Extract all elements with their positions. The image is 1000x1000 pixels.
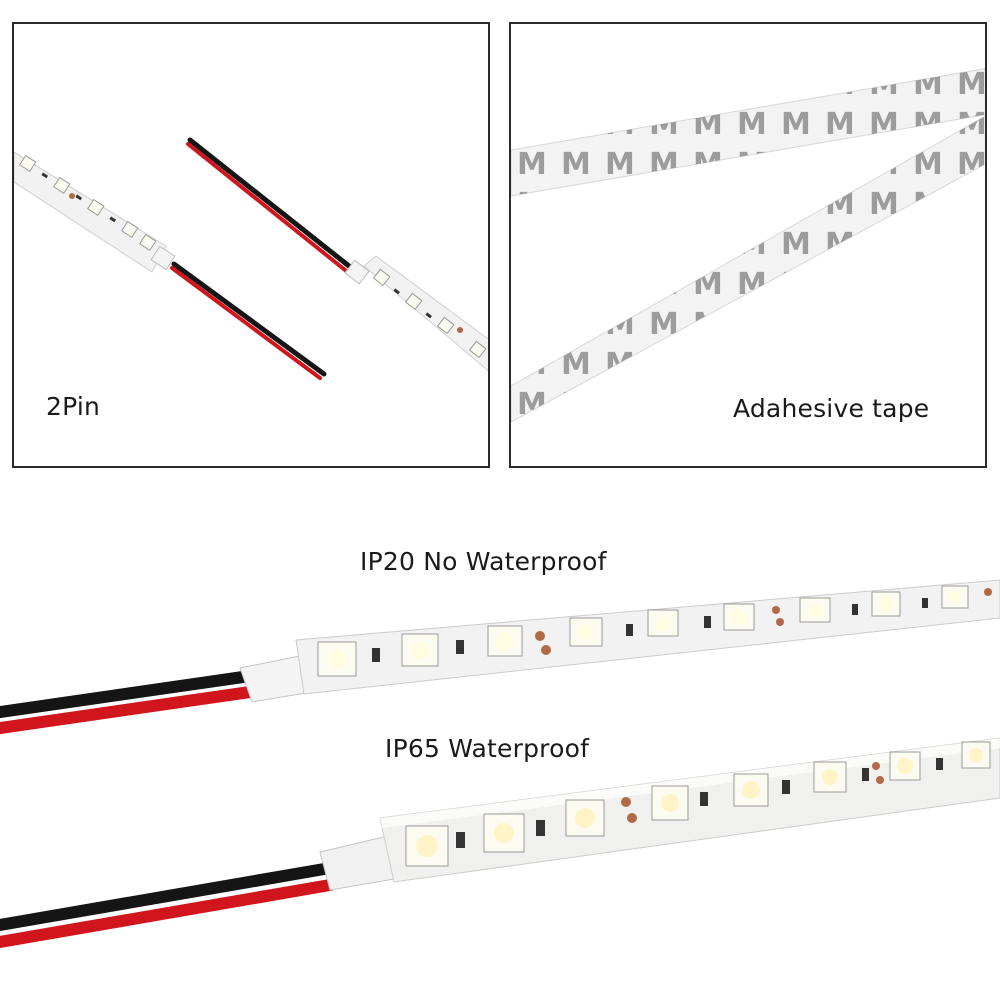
strip-comparison-illustration [0,579,1000,948]
ip65-strip [0,737,1000,948]
led-strip-right [344,255,488,372]
tape-strip-lower [511,115,985,423]
adhesive-tape-illustration: M [511,68,985,423]
led-strip-left [14,151,176,273]
tape-strip-upper [511,68,985,197]
wire-right [186,137,357,276]
2pin-illustration [14,137,488,380]
ip20-strip [0,579,1000,734]
caption-2pin: 2Pin [46,392,101,421]
wire-left [170,261,327,380]
caption-ip20: IP20 No Waterproof [360,547,607,576]
caption-ip65: IP65 Waterproof [385,734,590,763]
caption-adhesive-tape: Adahesive tape [733,394,930,423]
panel-2pin: 2Pin [12,22,490,468]
strip-comparison: IP20 No Waterproof IP65 Waterproof [0,480,1000,1000]
panel-adhesive-tape: M Adahesive tape [509,22,987,468]
